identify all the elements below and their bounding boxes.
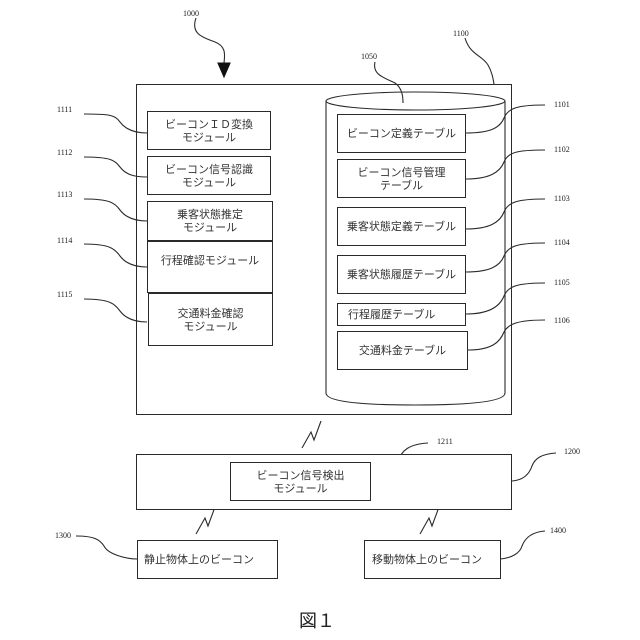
beacon-stationary-object[interactable]: 静止物体上のビーコン	[137, 540, 278, 579]
beacon-label: 静止物体上のビーコン	[144, 553, 254, 566]
ref-1102: 1102	[554, 145, 570, 154]
table-fare[interactable]: 交通料金テーブル	[337, 331, 468, 370]
table-label: 乗客状態定義テーブル	[347, 220, 456, 233]
module-label: ビーコン信号認識	[165, 163, 253, 176]
ref-1300: 1300	[55, 531, 71, 540]
module-label: モジュール	[182, 131, 236, 144]
ref-1111: 1111	[57, 105, 72, 114]
module-label: モジュール	[183, 320, 237, 333]
module-label: モジュール	[182, 176, 236, 189]
ref-1114: 1114	[57, 236, 72, 245]
beacon-label: 移動物体上のビーコン	[372, 553, 482, 566]
ref-1211: 1211	[437, 437, 453, 446]
module-fare-confirmation[interactable]: 交通料金確認 モジュール	[148, 293, 273, 346]
wireless-signal-icon	[302, 421, 321, 448]
table-passenger-state-definition[interactable]: 乗客状態定義テーブル	[337, 207, 466, 246]
table-beacon-signal-management[interactable]: ビーコン信号管理 テーブル	[337, 159, 466, 198]
module-label: 交通料金確認	[178, 307, 244, 320]
module-beacon-id-conversion[interactable]: ビーコンＩＤ変換 モジュール	[147, 111, 271, 150]
module-label: 乗客状態推定	[177, 208, 243, 221]
ref-1100: 1100	[453, 29, 469, 38]
table-itinerary-history[interactable]: 行程履歴テーブル	[337, 303, 466, 326]
ref-1000: 1000	[183, 9, 199, 18]
beacon-moving-object[interactable]: 移動物体上のビーコン	[364, 540, 501, 579]
table-label: 乗客状態履歴テーブル	[347, 268, 456, 281]
wireless-signal-icon	[420, 507, 439, 534]
leader-1400	[500, 531, 545, 559]
module-itinerary-confirmation[interactable]: 行程確認モジュール	[147, 241, 273, 293]
arrow-1000	[218, 63, 230, 77]
table-label: ビーコン信号管理	[358, 166, 446, 179]
ref-1200: 1200	[564, 447, 580, 456]
module-label: ビーコンＩＤ変換	[165, 118, 253, 131]
leader-1200	[512, 453, 556, 481]
table-label: ビーコン定義テーブル	[347, 127, 456, 140]
module-beacon-signal-detection[interactable]: ビーコン信号検出 モジュール	[230, 462, 371, 501]
table-beacon-definition[interactable]: ビーコン定義テーブル	[337, 114, 466, 153]
table-label: 行程履歴テーブル	[348, 308, 435, 321]
ref-1101: 1101	[554, 100, 570, 109]
ref-1112: 1112	[57, 148, 72, 157]
leader-1000	[195, 18, 225, 64]
module-passenger-state-estimation[interactable]: 乗客状態推定 モジュール	[147, 201, 273, 241]
leader-1300	[76, 536, 138, 559]
ref-1104: 1104	[554, 238, 570, 247]
ref-1115: 1115	[57, 290, 72, 299]
module-label: モジュール	[273, 482, 327, 495]
module-beacon-signal-recognition[interactable]: ビーコン信号認識 モジュール	[147, 156, 271, 195]
module-label: ビーコン信号検出	[257, 469, 345, 482]
ref-1103: 1103	[554, 194, 570, 203]
module-label: モジュール	[183, 221, 237, 234]
wireless-signal-icon	[196, 507, 215, 534]
figure-label: 図１	[299, 607, 335, 633]
ref-1050: 1050	[361, 52, 377, 61]
module-label: 行程確認モジュール	[161, 254, 259, 267]
ref-1106: 1106	[554, 316, 570, 325]
ref-1400: 1400	[550, 526, 566, 535]
table-passenger-state-history[interactable]: 乗客状態履歴テーブル	[337, 255, 466, 294]
leader-1100	[465, 38, 494, 84]
ref-1105: 1105	[554, 278, 570, 287]
table-label: テーブル	[380, 179, 423, 192]
table-label: 交通料金テーブル	[359, 344, 446, 357]
ref-1113: 1113	[57, 190, 72, 199]
